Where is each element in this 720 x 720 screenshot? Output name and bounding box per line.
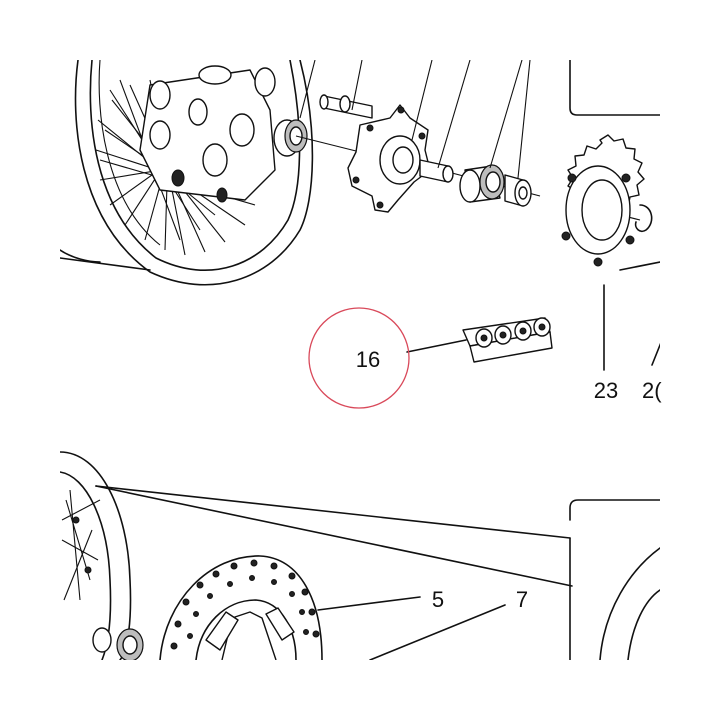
front-wheel bbox=[60, 451, 144, 660]
highlight-ring bbox=[308, 307, 410, 409]
leader-20 bbox=[651, 342, 660, 366]
leader-5 bbox=[317, 596, 421, 611]
lower-panel-frame bbox=[95, 485, 660, 660]
callout-16: 16 bbox=[356, 347, 380, 372]
brake-disc bbox=[159, 555, 323, 660]
callout-23: 23 bbox=[594, 378, 618, 403]
callout-7: 7 bbox=[516, 587, 528, 612]
rear-sprocket bbox=[561, 134, 645, 267]
carrier-spacer bbox=[419, 159, 454, 183]
callout-20: 2( bbox=[642, 378, 662, 403]
wheel-hub bbox=[139, 65, 276, 203]
circlip bbox=[634, 204, 653, 233]
chain-link-part bbox=[462, 317, 553, 363]
leader-7 bbox=[369, 604, 506, 660]
stud-bolt bbox=[319, 94, 373, 119]
lower-leader-lines bbox=[317, 596, 506, 660]
callout-5: 5 bbox=[432, 587, 444, 612]
sprocket-carrier bbox=[347, 104, 431, 213]
bearing bbox=[459, 164, 505, 203]
leader-16 bbox=[406, 339, 467, 353]
bushing bbox=[504, 174, 532, 207]
upper-leader-lines bbox=[299, 60, 660, 371]
upper-panel-frame bbox=[60, 60, 660, 271]
